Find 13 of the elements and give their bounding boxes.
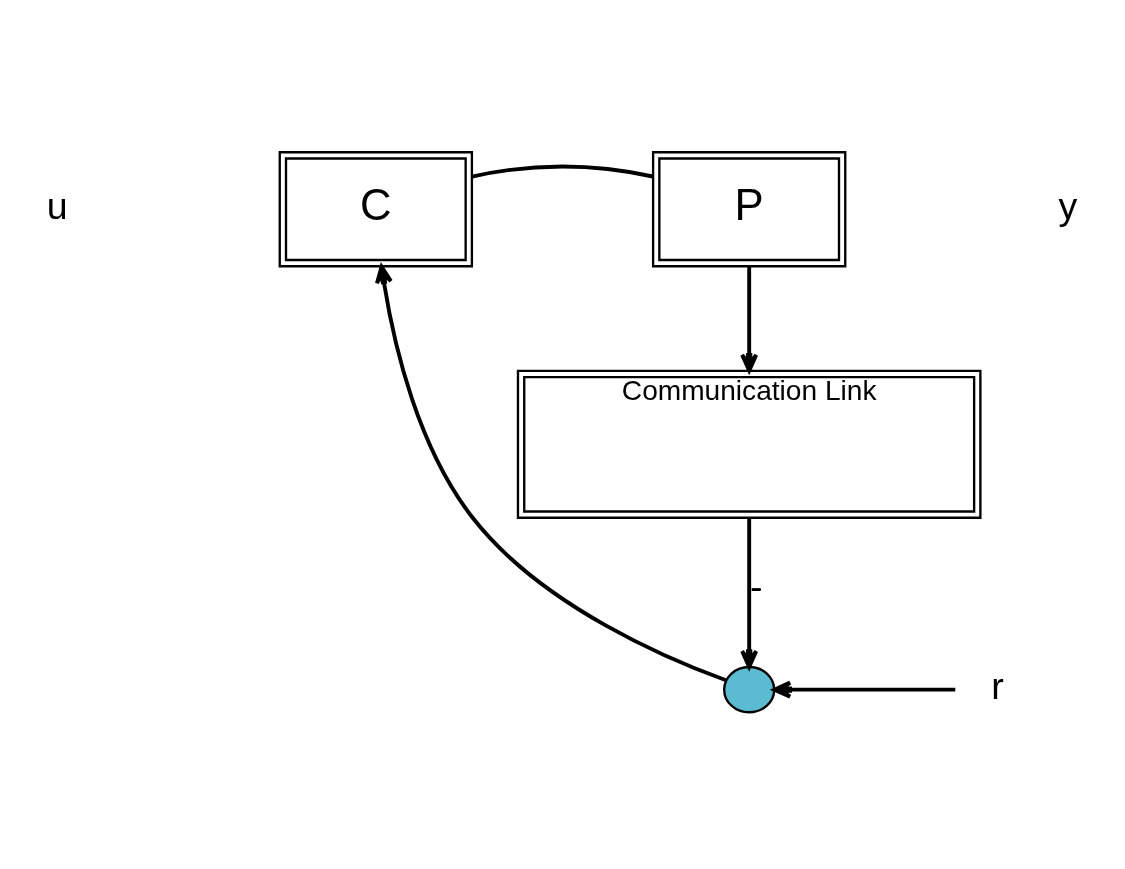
node-circle: [723, 665, 776, 713]
arrow: [740, 517, 759, 669]
node-box: P: [651, 150, 847, 267]
node-box: C: [278, 150, 474, 267]
node-box: Communication Link: [516, 369, 982, 519]
connector: [471, 164, 654, 178]
edge-label: -: [749, 564, 763, 607]
arrow: [740, 265, 759, 373]
label: u: [46, 184, 68, 227]
node-text: r: [991, 664, 1004, 707]
arrow: [772, 680, 956, 699]
arrow: [375, 264, 727, 682]
label: y: [1058, 184, 1078, 227]
